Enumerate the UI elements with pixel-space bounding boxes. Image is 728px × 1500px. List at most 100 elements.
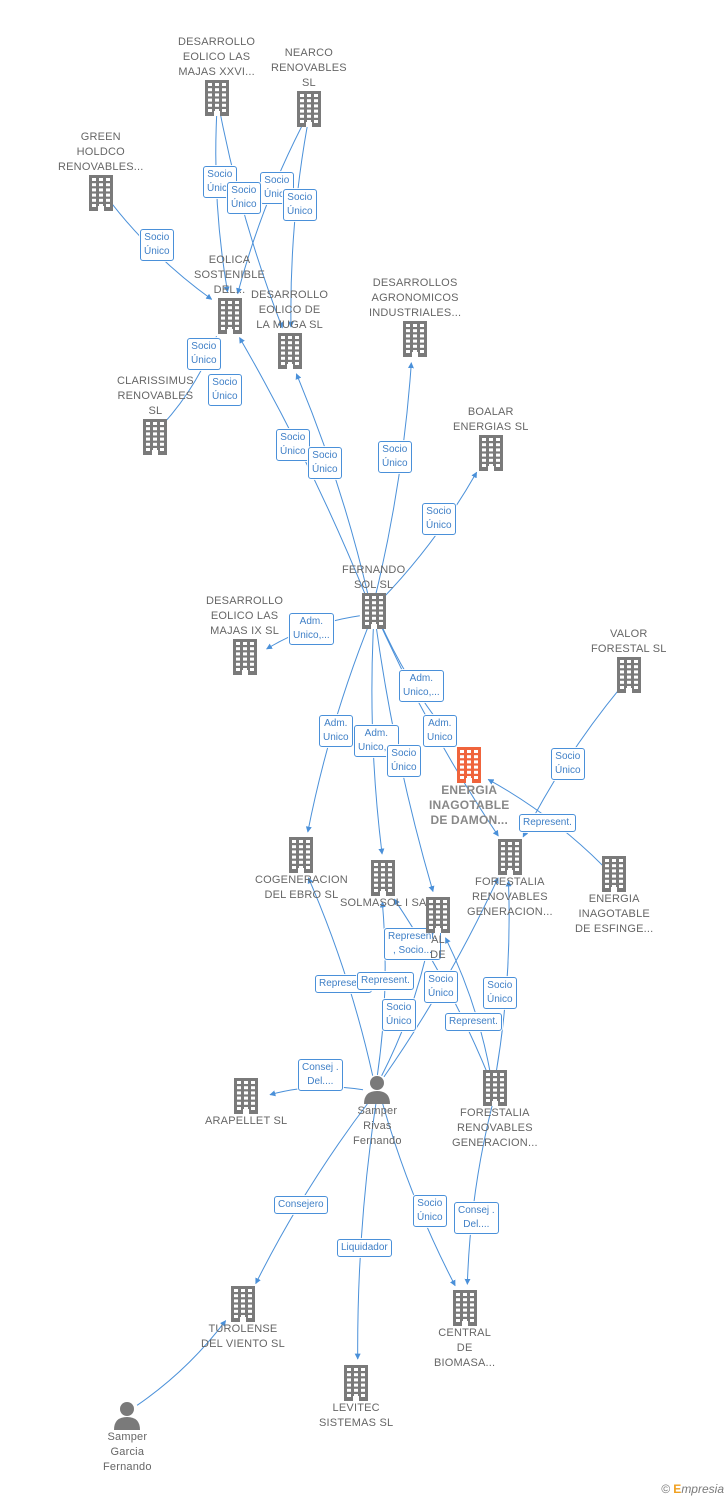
node-label: NEARCO RENOVABLES SL (271, 47, 347, 89)
building-icon (480, 1070, 510, 1106)
node-samper_garcia[interactable]: Samper Garcia Fernando (103, 1400, 152, 1475)
edge-label-fernando_sol-to-cogeneracion[interactable]: Adm. Unico,... (399, 670, 444, 702)
edge-label-esfinge-to-damon[interactable]: Socio Único (551, 748, 585, 780)
node-boalar[interactable]: BOALAR ENERGIAS SL (453, 405, 529, 471)
node-label: FERNANDO SOL SL (342, 564, 406, 591)
node-levitec[interactable]: LEVITEC SISTEMAS SL (319, 1365, 393, 1431)
building-icon (423, 897, 453, 933)
brand-name: mpresia (681, 1482, 724, 1496)
node-label: DESARROLLOS AGRONOMICOS INDUSTRIALES... (369, 277, 462, 319)
node-forestalia_top[interactable]: FORESTALIA RENOVABLES GENERACION... (467, 839, 553, 920)
edge-label-fernando_sol-to-agronomicos[interactable]: Socio Único (308, 447, 342, 479)
building-icon (294, 91, 324, 127)
building-icon (454, 747, 484, 783)
edge-label-fernando_sol-to-majas_ix[interactable]: Socio Único (422, 503, 456, 535)
node-cogeneracion[interactable]: COGENERACION DEL EBRO SL (255, 837, 348, 903)
node-label: VALOR FORESTAL SL (591, 628, 667, 655)
edge-nearco-to-muga (287, 122, 309, 328)
building-icon (140, 419, 170, 455)
person-icon (112, 1400, 142, 1430)
node-label: Samper Rivas Fernando (353, 1105, 402, 1147)
building-icon (202, 80, 232, 116)
node-turolense[interactable]: TUROLENSE DEL VIENTO SL (201, 1286, 285, 1352)
building-icon (231, 1078, 261, 1114)
building-icon (599, 856, 629, 892)
edge-label-valor_forestal-to-forestalia_top[interactable]: Socio Único (387, 745, 421, 777)
edge-label-samper_rivas-to-central_biomasa[interactable]: Liquidador (337, 1239, 392, 1257)
node-label: DESARROLLO EOLICO LAS MAJAS XXVI... (178, 36, 256, 78)
node-label: BOALAR ENERGIAS SL (453, 406, 529, 433)
node-label: Samper Garcia Fernando (103, 1431, 152, 1473)
edge-samper_garcia-to-turolense (136, 1320, 227, 1406)
node-forestalia_bottom[interactable]: FORESTALIA RENOVABLES GENERACION... (452, 1070, 538, 1151)
edge-label-samper_rivas-to-forestalia_top[interactable]: Represent. (357, 972, 414, 990)
node-label: ARAPELLET SL (205, 1115, 288, 1127)
node-nearco[interactable]: NEARCO RENOVABLES SL (271, 46, 347, 127)
node-label: DESARROLLO EOLICO DE LA MUGA SL (251, 289, 329, 331)
node-label: SOLMASOL I SA (340, 897, 427, 909)
node-solmasol[interactable]: SOLMASOL I SA (340, 860, 427, 911)
node-label: FORESTALIA RENOVABLES GENERACION... (452, 1107, 538, 1149)
edge-label-forestalia_bottom-to-forestalia_top[interactable]: Socio Único (424, 971, 458, 1003)
building-icon (368, 860, 398, 896)
building-icon (215, 298, 245, 334)
edge-label-fernando_sol-to-boalar[interactable]: Socio Único (378, 441, 412, 473)
node-muga[interactable]: DESARROLLO EOLICO DE LA MUGA SL (251, 288, 328, 369)
node-majas_xxvi[interactable]: DESARROLLO EOLICO LAS MAJAS XXVI... (178, 35, 255, 116)
edge-label-green_holdco-to-eolica_sostenible[interactable]: Socio Único (140, 229, 174, 261)
edge-label-forestalia_bottom-to-central_biomasa[interactable]: Socio Único (413, 1195, 447, 1227)
edge-label-samper_rivas-to-arapellet[interactable]: Represent. (445, 1013, 502, 1031)
building-icon (230, 639, 260, 675)
person-icon (362, 1074, 392, 1104)
node-fernando_sol[interactable]: FERNANDO SOL SL (342, 563, 405, 629)
edge-label-majas_xxvi-to-muga[interactable]: Socio Único (227, 182, 261, 214)
node-valor_forestal[interactable]: VALOR FORESTAL SL (591, 627, 667, 693)
node-damon[interactable]: ENERGIA INAGOTABLE DE DAMON... (429, 747, 509, 828)
node-green_holdco[interactable]: GREEN HOLDCO RENOVABLES... (58, 130, 144, 211)
node-samper_rivas[interactable]: Samper Rivas Fernando (353, 1074, 402, 1149)
node-label: TUROLENSE DEL VIENTO SL (201, 1323, 285, 1350)
edge-fernando_sol-to-boalar (381, 471, 478, 601)
node-label: AL DE (430, 934, 446, 961)
edge-forestalia_bottom-to-central_biomasa (464, 1101, 494, 1285)
edge-label-samper_rivas-to-hidden_al[interactable]: Represent. (519, 814, 576, 832)
node-agronomicos[interactable]: DESARROLLOS AGRONOMICOS INDUSTRIALES... (369, 276, 461, 357)
edge-forestalia_bottom-to-hidden_al (445, 937, 492, 1075)
edge-label-nearco-to-muga[interactable]: Socio Único (283, 189, 317, 221)
building-icon (228, 1286, 258, 1322)
node-label: COGENERACION DEL EBRO SL (255, 874, 348, 901)
building-icon (86, 175, 116, 211)
edge-label-fernando_sol-to-eolica_sostenible[interactable]: Socio Único (276, 429, 310, 461)
node-label: GREEN HOLDCO RENOVABLES... (58, 131, 144, 173)
edge-label-forestalia_bottom-to-hidden_al[interactable]: Socio Único (382, 999, 416, 1031)
edge-samper_rivas-to-turolense (255, 1100, 370, 1285)
node-eolica_sostenible[interactable]: EOLICA SOSTENIBLE DEL... (194, 253, 265, 334)
edge-samper_rivas-to-levitec (354, 1102, 377, 1360)
edge-label-samper_rivas-to-levitec[interactable]: Consejero (274, 1196, 328, 1214)
edge-label-samper_rivas-to-cogeneracion[interactable]: Represent. , Socio... (384, 928, 441, 960)
node-hidden_al[interactable]: AL DE (423, 897, 453, 963)
edge-label-fernando_sol-to-solmasol[interactable]: Adm. Unico (319, 715, 353, 747)
edge-label-samper_rivas-to-turolense[interactable]: Consej . Del.... (298, 1059, 343, 1091)
edge-label-samper_garcia-to-turolense[interactable]: Consej . Del.... (454, 1202, 499, 1234)
edge-majas_xxvi-to-eolica_sostenible (215, 111, 230, 293)
edge-label-clarissimus-to-eolica_sostenible[interactable]: Socio Único (187, 338, 221, 370)
node-label: FORESTALIA RENOVABLES GENERACION... (467, 876, 553, 918)
edge-label-forestalia_bottom-to-solmasol[interactable]: Socio Único (483, 977, 517, 1009)
node-majas_ix[interactable]: DESARROLLO EOLICO LAS MAJAS IX SL (206, 594, 283, 675)
node-arapellet[interactable]: ARAPELLET SL (205, 1078, 287, 1129)
node-central_biomasa[interactable]: CENTRAL DE BIOMASA... (434, 1290, 495, 1371)
building-icon (275, 333, 305, 369)
node-esfinge[interactable]: ENERGIA INAGOTABLE DE ESFINGE... (575, 856, 653, 937)
node-clarissimus[interactable]: CLARISSIMUS RENOVABLES SL (117, 374, 194, 455)
edge-label-fernando_sol-to-damon[interactable]: Adm. Unico,... (289, 613, 334, 645)
edge-fernando_sol-to-muga (295, 373, 370, 598)
node-label: ENERGIA INAGOTABLE DE DAMON... (429, 783, 510, 827)
edge-label-fernando_sol-to-muga[interactable]: Socio Único (208, 374, 242, 406)
node-label: EOLICA SOSTENIBLE DEL... (194, 254, 266, 296)
edge-majas_xxvi-to-muga (219, 111, 284, 329)
edge-label-fernando_sol-to-hidden_al[interactable]: Adm. Unico (423, 715, 457, 747)
node-label: CENTRAL DE BIOMASA... (434, 1327, 496, 1369)
building-icon (476, 435, 506, 471)
